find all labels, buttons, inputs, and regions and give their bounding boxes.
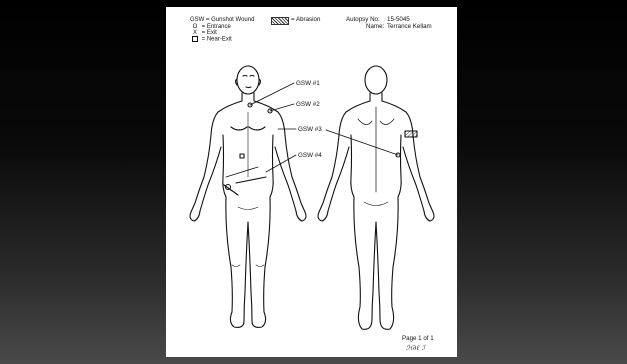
label-gsw-2: GSW #2 [296,101,320,108]
body-diagram-sheet: GSW = Gunshot Wound O = Entrance X = Exi… [166,7,457,357]
page-indicator: Page 1 of 1 [402,335,434,342]
body-outline-diagram: GSW #1 GSW #2 GSW #3 GSW #4 [166,7,457,357]
back-body-figure [318,66,434,329]
label-gsw-1: GSW #1 [296,80,320,87]
examiner-signature: ℋ∂ℓ ℐ [406,344,425,352]
label-gsw-4: GSW #4 [298,152,322,159]
label-gsw-3: GSW #3 [298,126,322,133]
